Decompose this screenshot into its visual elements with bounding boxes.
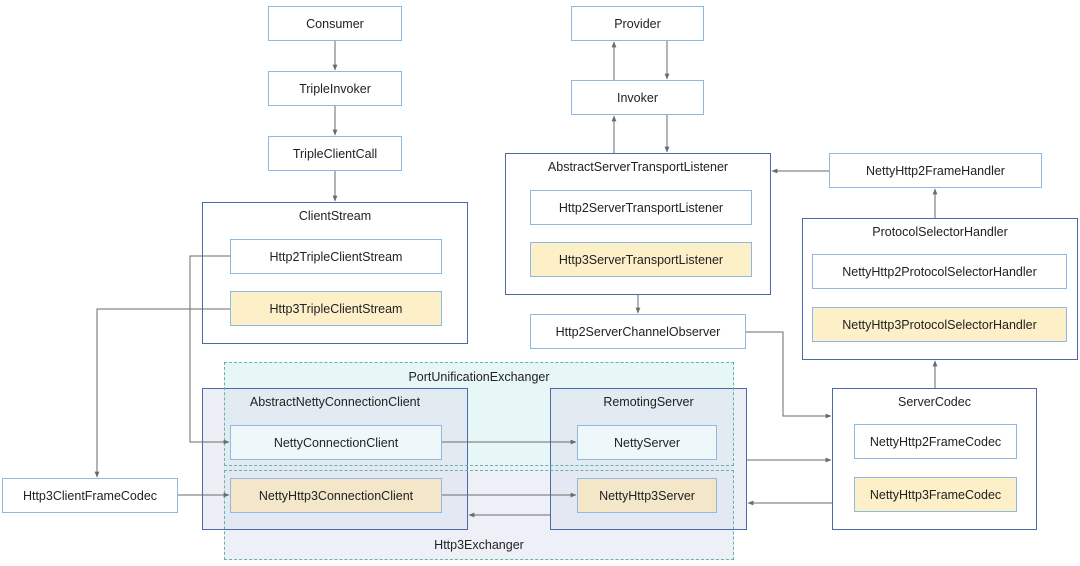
http3-exchanger-title: Http3Exchanger (434, 538, 524, 552)
abstract-netty-connection-client-title: AbstractNettyConnectionClient (249, 395, 421, 409)
port-unification-exchanger-title: PortUnificationExchanger (408, 370, 550, 384)
netty-connection-client-node: NettyConnectionClient (230, 425, 442, 460)
remoting-server-title: RemotingServer (603, 395, 694, 409)
http2-triple-client-stream-node: Http2TripleClientStream (230, 239, 442, 274)
provider-node: Provider (571, 6, 704, 41)
triple-invoker-node: TripleInvoker (268, 71, 402, 106)
netty-http3-server-node: NettyHttp3Server (577, 478, 717, 513)
protocol-selector-handler-group: ProtocolSelectorHandler (802, 218, 1078, 360)
client-stream-title: ClientStream (298, 209, 372, 223)
protocol-selector-handler-title: ProtocolSelectorHandler (872, 225, 1008, 239)
triple-client-call-node: TripleClientCall (268, 136, 402, 171)
http3-server-transport-listener-node: Http3ServerTransportListener (530, 242, 752, 277)
abstract-server-transport-listener-title: AbstractServerTransportListener (547, 160, 729, 174)
netty-http2-frame-handler-node: NettyHttp2FrameHandler (829, 153, 1042, 188)
http3-client-frame-codec-node: Http3ClientFrameCodec (2, 478, 178, 513)
http3-triple-client-stream-node: Http3TripleClientStream (230, 291, 442, 326)
http3-exchanger-outline: Http3Exchanger (224, 470, 734, 560)
netty-http2-frame-codec-node: NettyHttp2FrameCodec (854, 424, 1017, 459)
netty-http3-connection-client-node: NettyHttp3ConnectionClient (230, 478, 442, 513)
invoker-node: Invoker (571, 80, 704, 115)
netty-http3-frame-codec-node: NettyHttp3FrameCodec (854, 477, 1017, 512)
server-codec-group: ServerCodec (832, 388, 1037, 530)
http2-server-channel-observer-node: Http2ServerChannelObserver (530, 314, 746, 349)
netty-http3-protocol-selector-handler-node: NettyHttp3ProtocolSelectorHandler (812, 307, 1067, 342)
netty-server-node: NettyServer (577, 425, 717, 460)
netty-http2-protocol-selector-handler-node: NettyHttp2ProtocolSelectorHandler (812, 254, 1067, 289)
abstract-server-transport-listener-group: AbstractServerTransportListener (505, 153, 771, 295)
http2-server-transport-listener-node: Http2ServerTransportListener (530, 190, 752, 225)
server-codec-title: ServerCodec (898, 395, 971, 409)
consumer-node: Consumer (268, 6, 402, 41)
